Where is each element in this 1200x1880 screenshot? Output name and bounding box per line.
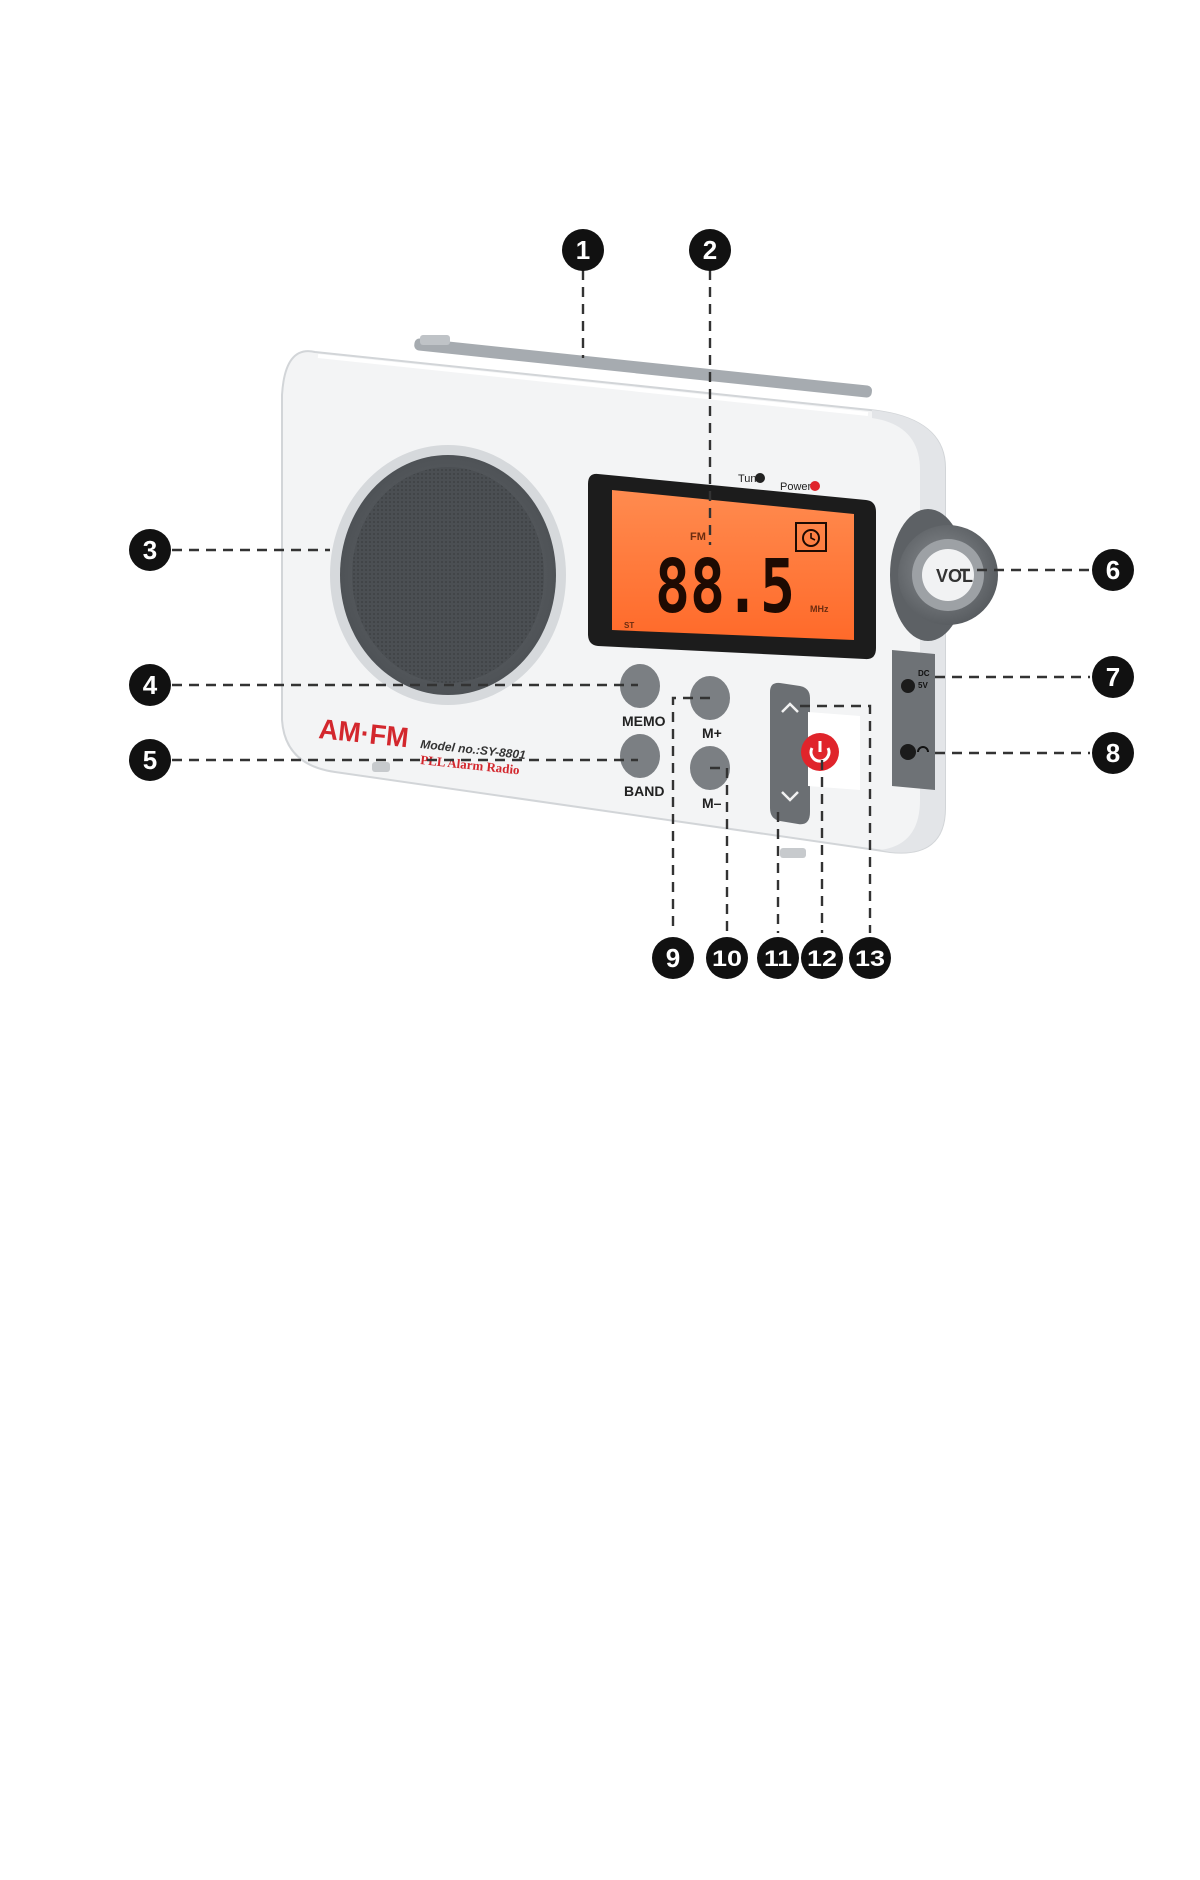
callout-6: 6 — [1092, 549, 1134, 591]
tun-indicator-label: Tun — [738, 473, 757, 485]
callout-10: 10 — [706, 937, 748, 979]
lcd-display: FM 88.5 ST MHz — [588, 473, 876, 660]
power-indicator-label: Power — [780, 481, 812, 493]
lcd-band-label: FM — [690, 531, 706, 543]
lcd-st-label: ST — [624, 621, 634, 630]
callout-12: 12 — [801, 937, 843, 979]
svg-text:3: 3 — [143, 535, 157, 565]
callout-13: 13 — [849, 937, 891, 979]
svg-text:11: 11 — [764, 946, 792, 971]
leader-9 — [671, 696, 710, 933]
callout-4: 4 — [129, 664, 171, 706]
antenna — [414, 335, 872, 398]
tun-led — [755, 473, 765, 483]
tune-down-icon[interactable] — [781, 791, 799, 802]
speaker — [330, 445, 566, 705]
memo-button[interactable] — [620, 664, 660, 708]
dc-label: DC — [918, 669, 930, 678]
callouts: 1 2 3 4 5 6 7 8 9 10 11 12 13 — [129, 229, 1134, 979]
callout-3: 3 — [129, 529, 171, 571]
svg-text:8: 8 — [1106, 738, 1120, 768]
tuning-rocker[interactable] — [770, 682, 810, 825]
dc-voltage-label: 5V — [918, 681, 928, 690]
lcd-unit: MHz — [810, 604, 829, 614]
headphone-icon — [917, 746, 929, 753]
band-label: BAND — [624, 783, 664, 799]
callout-11: 11 — [757, 937, 799, 979]
m-minus-label: M– — [702, 795, 722, 811]
power-icon — [809, 747, 831, 763]
svg-text:12: 12 — [807, 946, 837, 971]
callout-1: 1 — [562, 229, 604, 271]
volume-knob[interactable]: VOL — [890, 509, 998, 641]
svg-text:10: 10 — [712, 946, 742, 971]
dc-jack[interactable] — [901, 679, 915, 693]
svg-text:7: 7 — [1106, 662, 1120, 692]
leader-10 — [710, 766, 729, 933]
leader-13 — [800, 704, 872, 933]
callout-5: 5 — [129, 739, 171, 781]
svg-text:5: 5 — [143, 745, 157, 775]
memo-label: MEMO — [622, 713, 666, 729]
power-led — [810, 481, 820, 491]
lcd-frequency: 88.5 — [655, 544, 795, 630]
callout-9: 9 — [652, 937, 694, 979]
svg-text:9: 9 — [666, 943, 680, 973]
callout-2: 2 — [689, 229, 731, 271]
m-plus-label: M+ — [702, 725, 722, 741]
svg-text:13: 13 — [855, 946, 885, 971]
alarm-clock-icon — [795, 522, 827, 552]
callout-8: 8 — [1092, 732, 1134, 774]
power-button[interactable] — [801, 712, 860, 790]
callout-7: 7 — [1092, 656, 1134, 698]
leader-lines — [172, 270, 1090, 933]
band-button[interactable] — [620, 734, 660, 778]
svg-text:6: 6 — [1106, 555, 1120, 585]
jack-panel: DC 5V — [892, 650, 935, 790]
tune-up-icon[interactable] — [781, 702, 799, 713]
headphone-jack[interactable] — [900, 744, 916, 760]
svg-text:4: 4 — [143, 670, 158, 700]
indicators: Tun Power — [738, 473, 820, 493]
svg-text:2: 2 — [703, 235, 717, 265]
svg-text:1: 1 — [576, 235, 590, 265]
